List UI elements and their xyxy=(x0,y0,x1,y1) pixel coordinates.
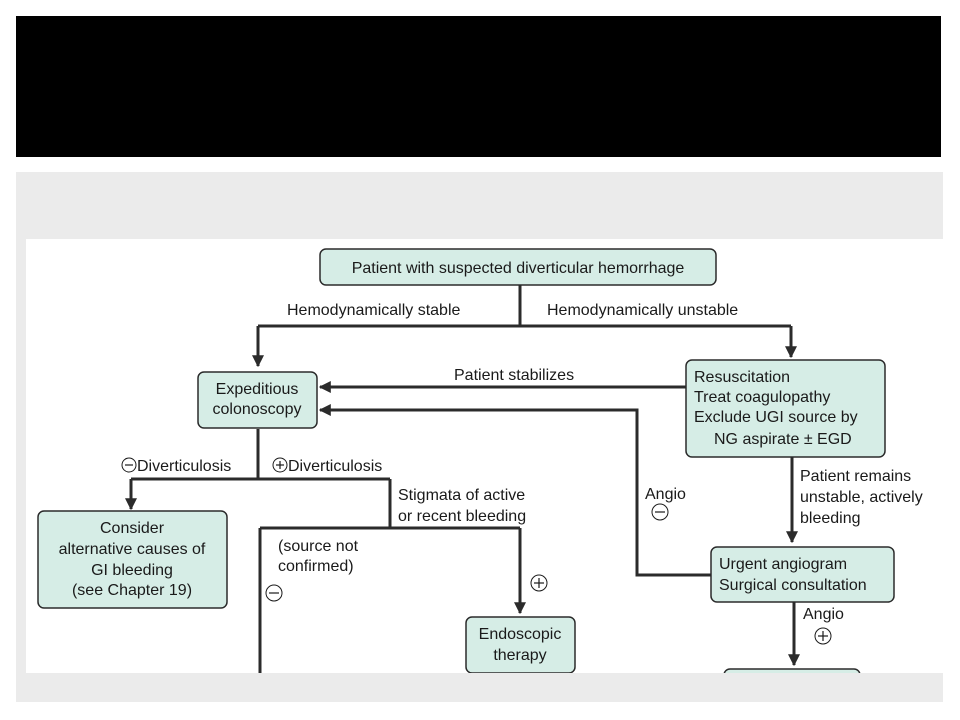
label-yes-diverticulosis: Diverticulosis xyxy=(288,458,382,475)
svg-text:GI bleeding: GI bleeding xyxy=(91,562,173,579)
flowchart-figure: Patient with suspected diverticular hemo… xyxy=(26,239,943,673)
slide-title-bar xyxy=(16,16,941,157)
svg-text:Urgent angiogram: Urgent angiogram xyxy=(719,556,847,573)
node-angiogram: Urgent angiogram Surgical consultation xyxy=(710,546,895,603)
svg-text:Expeditious: Expeditious xyxy=(216,381,299,398)
node-partial-bottom xyxy=(723,668,861,673)
svg-text:Patient with suspected diverti: Patient with suspected diverticular hemo… xyxy=(352,260,685,277)
svg-text:Endoscopic: Endoscopic xyxy=(479,626,562,643)
label-remains-3: bleeding xyxy=(800,510,861,527)
label-unstable: Hemodynamically unstable xyxy=(547,302,738,319)
label-remains-1: Patient remains xyxy=(800,468,911,485)
svg-text:alternative causes of: alternative causes of xyxy=(59,541,206,558)
label-stigmata-1: Stigmata of active xyxy=(398,487,525,504)
svg-text:(see Chapter 19): (see Chapter 19) xyxy=(72,582,192,599)
node-alternative-causes: Consider alternative causes of GI bleedi… xyxy=(37,510,228,609)
svg-text:Treat coagulopathy: Treat coagulopathy xyxy=(694,389,830,406)
node-endoscopic-therapy: Endoscopic therapy xyxy=(465,616,576,673)
minus-circle-icon xyxy=(651,503,669,521)
label-stabilizes: Patient stabilizes xyxy=(454,367,574,384)
svg-text:Surgical consultation: Surgical consultation xyxy=(719,577,867,594)
svg-text:Exclude UGI source by: Exclude UGI source by xyxy=(694,409,858,426)
label-remains-2: unstable, actively xyxy=(800,489,923,506)
label-stigmata-2: or recent bleeding xyxy=(398,508,526,525)
flowchart-svg: Patient with suspected diverticular hemo… xyxy=(37,248,923,673)
minus-circle-icon xyxy=(121,457,137,473)
plus-circle-icon xyxy=(530,574,548,592)
svg-text:Consider: Consider xyxy=(100,520,165,537)
label-angio-positive: Angio xyxy=(803,606,844,623)
node-colonoscopy: Expeditious colonoscopy xyxy=(197,371,318,429)
plus-circle-icon xyxy=(272,457,288,473)
arrow-angio-negative xyxy=(318,404,712,577)
label-angio-negative: Angio xyxy=(645,486,686,503)
svg-text:colonoscopy: colonoscopy xyxy=(213,401,302,418)
minus-circle-icon xyxy=(265,584,283,602)
connectors xyxy=(125,285,800,673)
svg-text:NG aspirate ± EGD: NG aspirate ± EGD xyxy=(714,431,852,448)
label-source-not-1: (source not xyxy=(278,538,359,555)
node-resuscitation: Resuscitation Treat coagulopathy Exclude… xyxy=(685,359,886,458)
node-start: Patient with suspected diverticular hemo… xyxy=(319,248,717,286)
label-no-diverticulosis: Diverticulosis xyxy=(137,458,231,475)
plus-circle-icon xyxy=(814,627,832,645)
label-stable: Hemodynamically stable xyxy=(287,302,461,319)
label-source-not-2: confirmed) xyxy=(278,558,354,575)
svg-text:Resuscitation: Resuscitation xyxy=(694,369,790,386)
svg-text:therapy: therapy xyxy=(493,647,546,664)
